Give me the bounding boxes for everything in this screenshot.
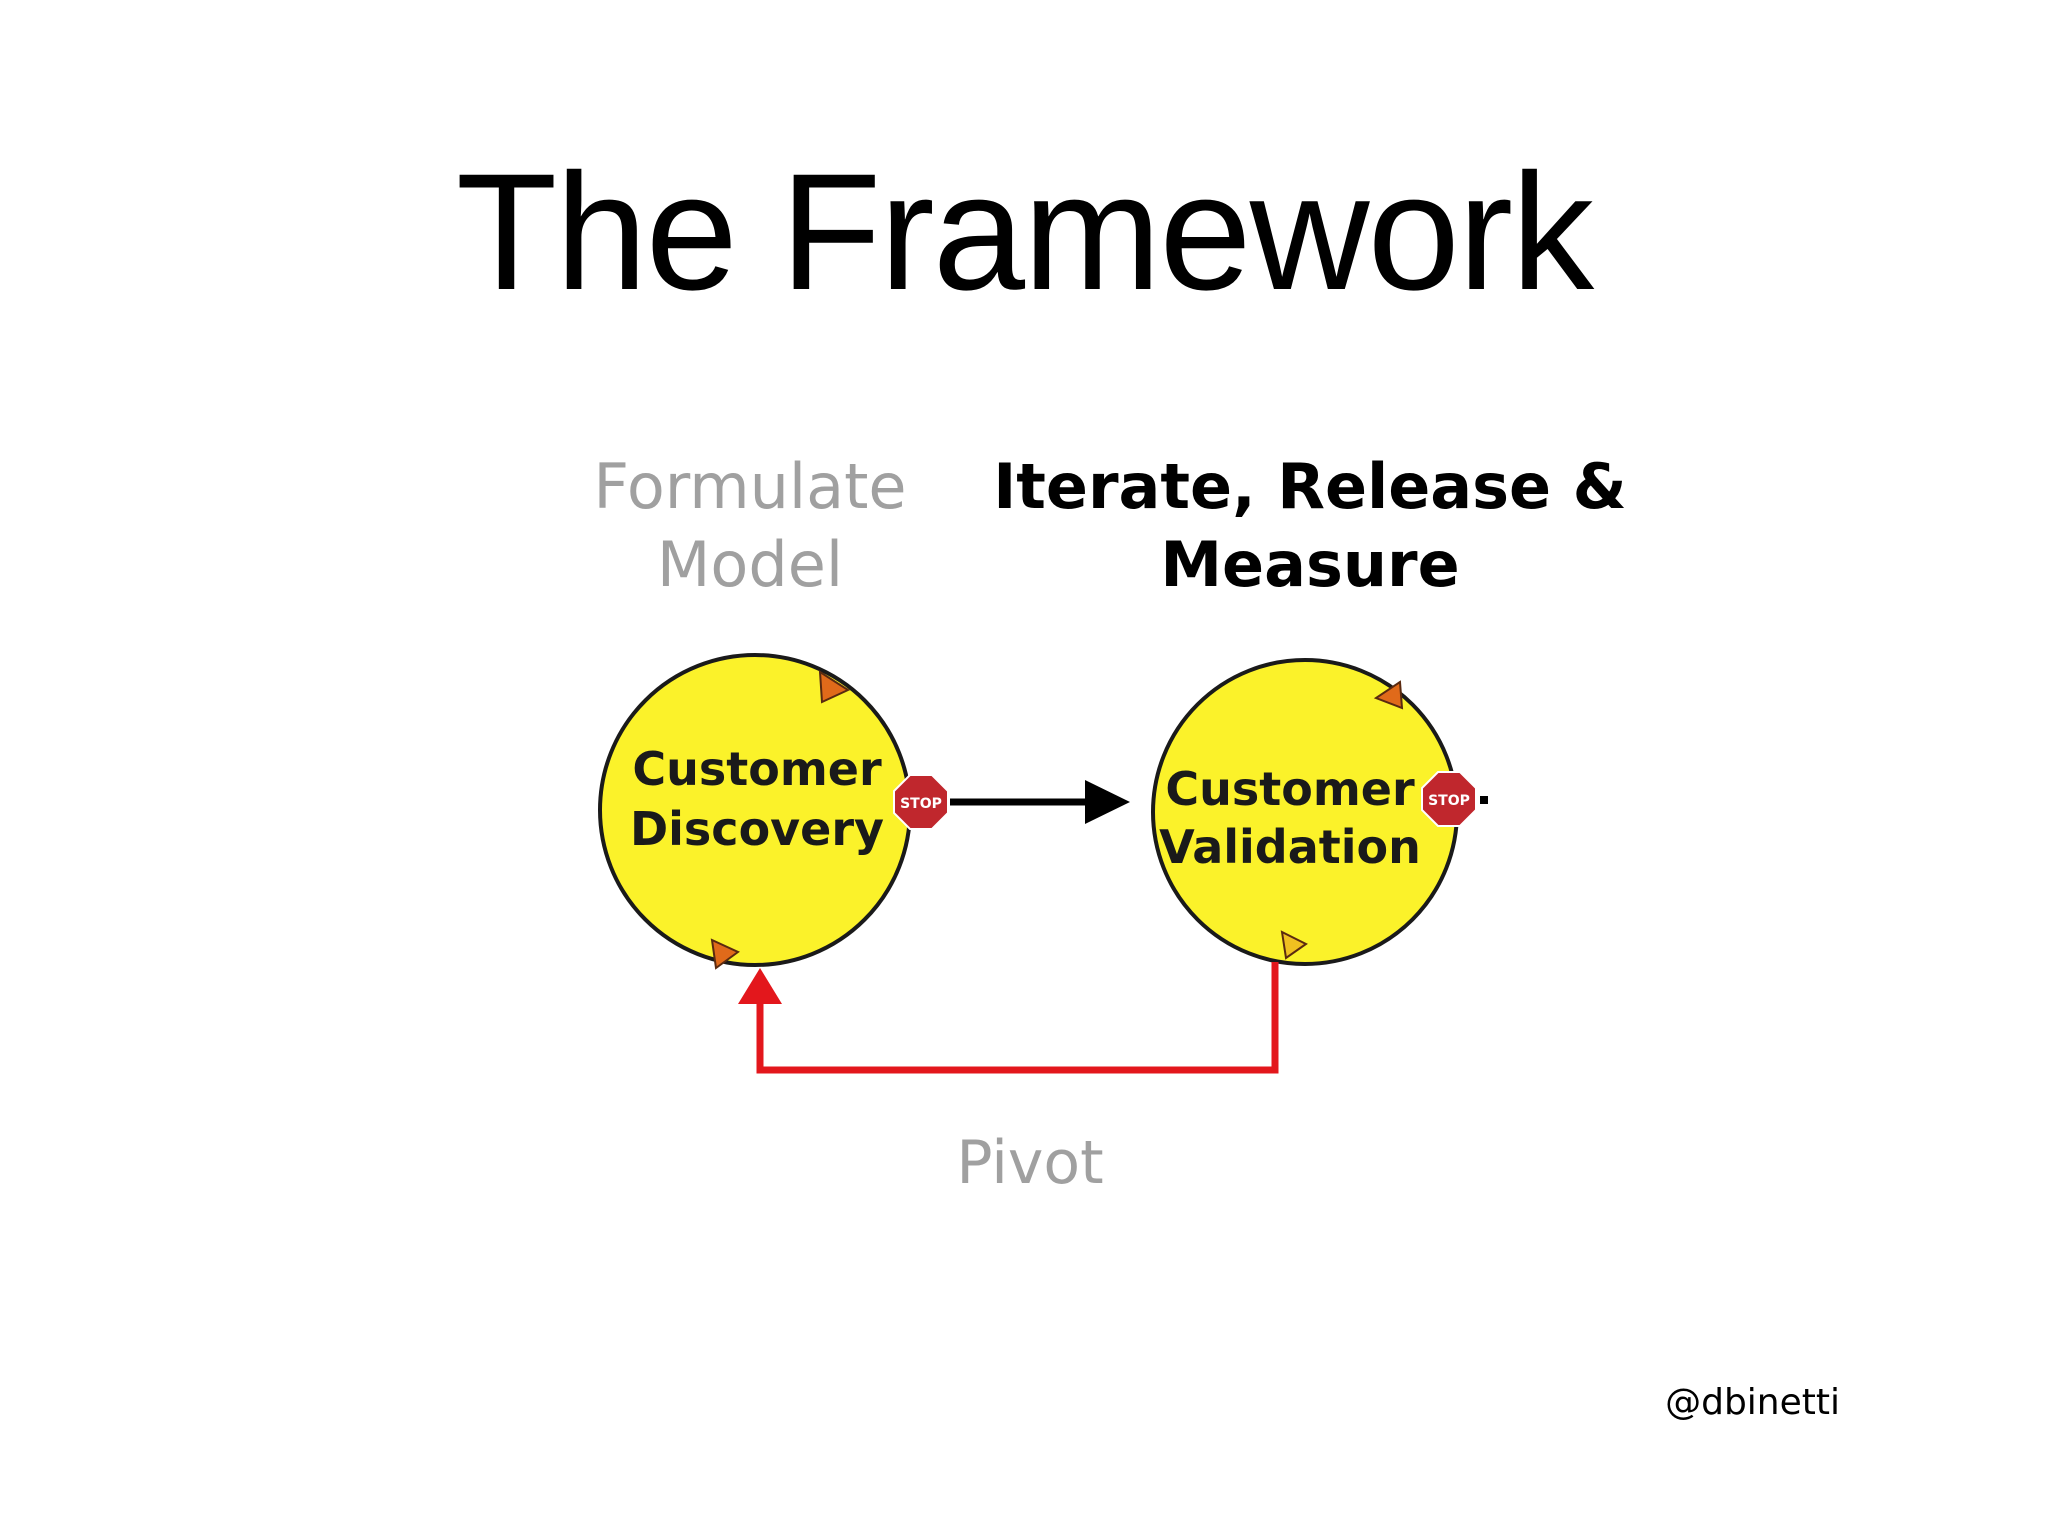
customer-validation-node: Customer Validation STOP (1151, 658, 1488, 966)
formulate-model-line1: Formulate (593, 450, 907, 523)
slide-title: The Framework (455, 140, 1594, 325)
stop-sign-icon: STOP (893, 774, 949, 830)
customer-validation-line2: Validation (1159, 820, 1421, 874)
twitter-handle: @dbinetti (1665, 1382, 1840, 1423)
stop-sign-label: STOP (1428, 793, 1470, 809)
cycle-arrowhead-icon (818, 670, 851, 704)
formulate-model-label: Formulate Model (560, 448, 940, 604)
customer-discovery-node: Customer Discovery STOP (598, 653, 949, 970)
customer-discovery-line1: Customer (632, 742, 882, 796)
formulate-model-line2: Model (656, 528, 844, 601)
stop-sign-icon: STOP (1421, 771, 1477, 827)
stop-sign-label: STOP (900, 796, 942, 812)
pivot-arrow (738, 962, 1279, 1074)
cycle-arrowhead-icon (1373, 680, 1404, 710)
forward-arrow (950, 780, 1130, 824)
iterate-release-measure-line1: Iterate, Release & (993, 450, 1627, 523)
cycle-arrowhead-icon (710, 938, 740, 970)
customer-validation-line1: Customer (1165, 762, 1415, 816)
iterate-release-measure-label: Iterate, Release & Measure (960, 448, 1660, 604)
pivot-label: Pivot (956, 1128, 1104, 1198)
continuation-dot (1480, 796, 1488, 804)
customer-discovery-line2: Discovery (630, 802, 884, 856)
iterate-release-measure-line2: Measure (1160, 528, 1460, 601)
cycle-arrowhead-icon (1280, 930, 1308, 960)
